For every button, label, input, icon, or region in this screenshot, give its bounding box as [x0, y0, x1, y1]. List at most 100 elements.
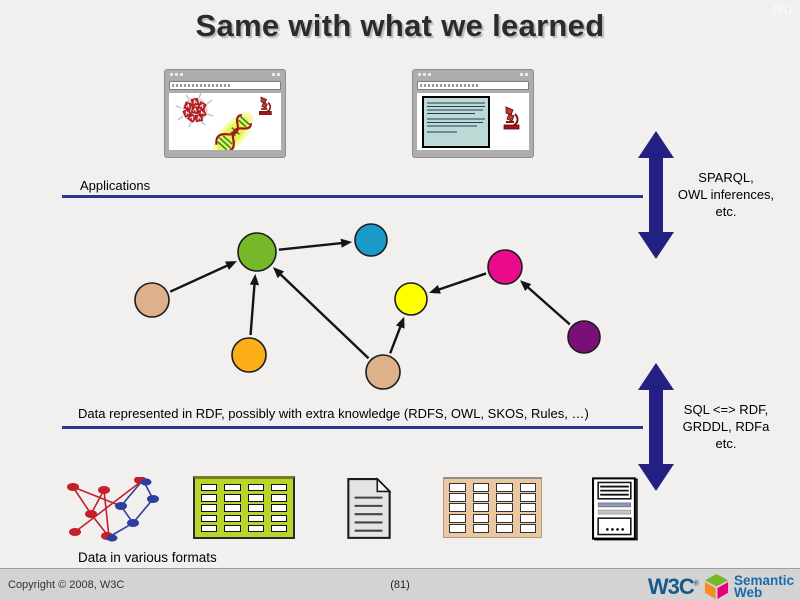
table-cell	[201, 483, 218, 492]
table-cell	[247, 504, 264, 512]
sql-rdf-arrow-label: SQL <=> RDF, GRDDL, RDFa etc.	[652, 401, 800, 452]
table-cell	[201, 514, 218, 522]
table-cell	[224, 514, 241, 522]
table-cell	[201, 524, 218, 533]
life-science-page-image	[175, 93, 272, 150]
table-cell	[519, 483, 536, 493]
sparql-arrow-label: SPARQL, OWL inferences, etc.	[652, 169, 800, 220]
label-line: OWL inferences,	[677, 187, 775, 202]
semantic-web-text: Semantic Web	[733, 572, 794, 600]
table-cell	[449, 503, 466, 513]
graph-node	[237, 232, 277, 272]
url-field	[417, 81, 529, 90]
graph-node	[354, 223, 388, 257]
arrowhead-icon	[395, 316, 405, 329]
footer: Copyright © 2008, W3C (81) W3C® Semantic…	[0, 568, 800, 600]
graph-node	[487, 249, 523, 285]
double-arrow-icon-top	[638, 131, 674, 259]
table-cell	[224, 494, 241, 502]
spreadsheet-icon	[193, 476, 295, 539]
browser-window-left	[164, 69, 286, 158]
arrowhead-icon	[249, 273, 260, 286]
graph-node	[567, 320, 601, 354]
table-cell	[496, 503, 513, 513]
table-cell	[496, 483, 513, 493]
table-cell	[449, 523, 466, 533]
browser-titlebar	[165, 70, 285, 80]
text-lines	[427, 102, 485, 133]
table-cell	[496, 493, 513, 503]
table-cell	[270, 514, 287, 522]
table-cell	[496, 513, 513, 523]
table-cell	[247, 514, 264, 522]
window-controls-icon	[520, 73, 528, 76]
w3c-semantic-web-logo: W3C® Semantic Web	[648, 572, 794, 600]
table-cell	[472, 483, 489, 493]
table-cell	[449, 493, 466, 503]
graph-edge	[169, 263, 230, 293]
table-cell	[519, 493, 536, 503]
label-line: SPARQL,	[698, 170, 754, 185]
arrowhead-icon	[340, 238, 353, 248]
table-cell	[449, 483, 466, 493]
table-cell	[270, 483, 287, 492]
network-data-icon	[67, 477, 159, 542]
web-label: Web	[733, 584, 763, 600]
browser-content-right	[417, 93, 529, 150]
address-bar	[165, 80, 285, 92]
table-cell	[496, 523, 513, 533]
table-cell	[201, 504, 218, 512]
arrowhead-icon	[428, 284, 441, 294]
table-cell	[519, 523, 536, 533]
microscope-icon	[503, 106, 520, 130]
graph-edge	[278, 241, 344, 251]
double-arrow-icon-bottom	[638, 363, 674, 491]
registered-mark: ®	[693, 580, 699, 588]
database-server-icon	[592, 477, 638, 541]
graph-node	[134, 282, 170, 318]
rdf-divider	[62, 426, 643, 429]
cell-image	[175, 93, 214, 128]
table-cell	[519, 503, 536, 513]
w3c-brand-text: W3C®	[647, 573, 699, 599]
table-cell	[472, 523, 489, 533]
table-cell	[449, 513, 466, 523]
table-cell	[270, 524, 287, 533]
label-line: etc.	[715, 204, 737, 219]
cell-cluster-squares	[182, 97, 207, 123]
window-buttons-icon	[170, 73, 183, 76]
applications-label: Applications	[80, 178, 151, 193]
formats-label: Data in various formats	[78, 550, 217, 565]
semantic-label: Semantic	[733, 572, 794, 588]
browser-titlebar	[413, 70, 533, 80]
table-cell	[224, 524, 241, 533]
window-controls-icon	[272, 73, 280, 76]
rdf-node-graph	[134, 223, 601, 390]
table-cell	[247, 483, 264, 492]
graph-edge	[278, 272, 370, 360]
graph-edge	[249, 282, 256, 336]
url-field	[169, 81, 281, 90]
window-buttons-icon	[418, 73, 431, 76]
table-cell	[519, 513, 536, 523]
relational-table-icon	[443, 477, 542, 538]
copyright-text: Copyright © 2008, W3C	[8, 579, 125, 591]
corner-slide-number: (81)	[772, 4, 792, 16]
table-cell	[270, 504, 287, 512]
graph-node	[365, 354, 401, 390]
table-cell	[201, 494, 218, 502]
browser-window-right	[412, 69, 534, 158]
microscope-icon	[259, 96, 272, 115]
address-bar	[413, 80, 533, 92]
table-cell	[270, 494, 287, 502]
arrowhead-icon	[225, 261, 237, 270]
label-line: GRDDL, RDFa	[682, 419, 770, 434]
url-text-placeholder	[172, 84, 231, 87]
slide-title: Same with what we learned	[195, 8, 605, 43]
footer-page-number: (81)	[390, 579, 410, 591]
arrowhead-icon	[519, 280, 532, 292]
document-icon	[347, 477, 392, 539]
table-cell	[472, 503, 489, 513]
graph-edge	[437, 272, 487, 292]
